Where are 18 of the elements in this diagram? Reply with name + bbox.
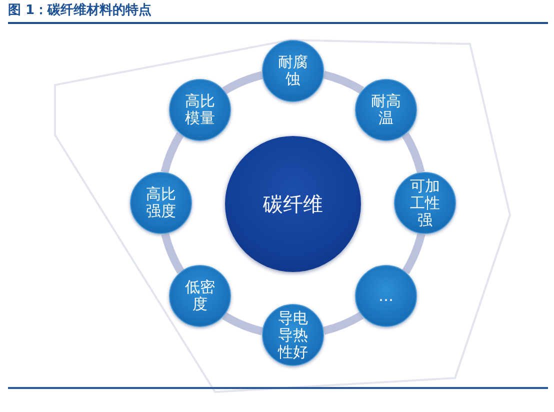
hub-label: 碳纤维 (263, 193, 323, 215)
figure-title: 图 1：碳纤维材料的特点 (8, 3, 152, 19)
feature-label: 高比模量 (184, 93, 216, 127)
feature-label: 耐高温 (370, 93, 402, 127)
feature-label: 耐腐蚀 (277, 54, 309, 88)
feature-label: 低密度 (184, 279, 216, 313)
ring-connector (322, 70, 364, 94)
ring-connector (222, 71, 264, 94)
ring-connector (222, 312, 264, 336)
ring-connector (402, 232, 426, 274)
feature-label: 高比强度 (145, 186, 177, 220)
ring-connector (402, 132, 425, 174)
feature-label: 导电导热性好 (277, 310, 309, 360)
ring-connector (161, 232, 184, 274)
feature-label: … (378, 288, 394, 304)
ring-connector (322, 312, 364, 335)
feature-label: 可加工性强 (409, 178, 441, 228)
ring-connector (160, 132, 184, 174)
